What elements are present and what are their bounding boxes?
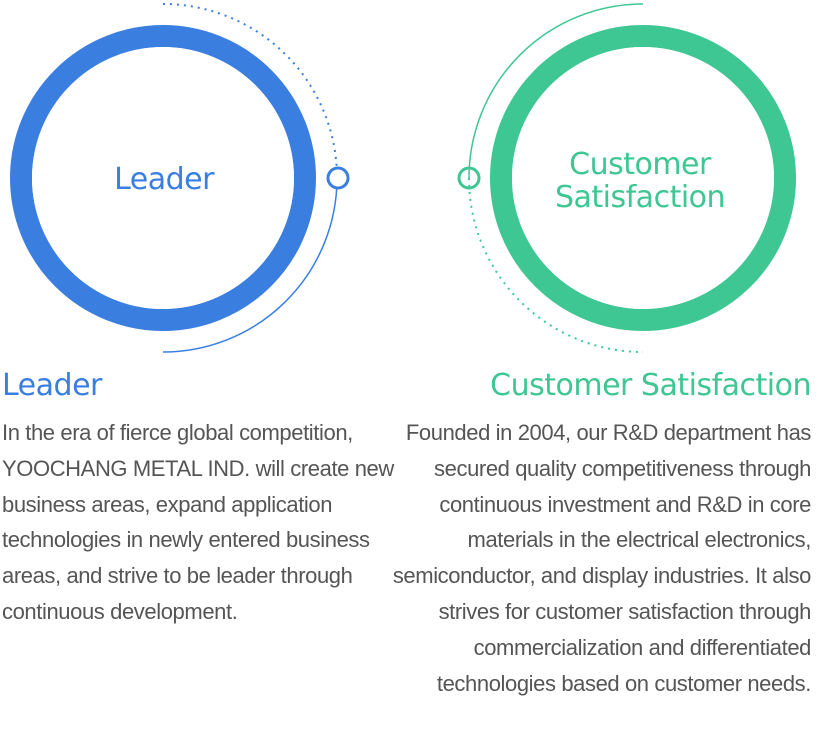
leader-section: Leader In the era of fierce global compe… — [2, 368, 402, 630]
leader-heading: Leader — [2, 368, 102, 403]
leader-solid-arc — [162, 177, 338, 353]
customer-ring — [490, 25, 796, 331]
leader-circle-label: Leader — [114, 162, 214, 197]
leader-inner-disc — [32, 47, 294, 309]
customer-solid-arc — [468, 3, 644, 179]
leader-connector-node — [326, 166, 350, 190]
customer-inner-disc — [512, 47, 774, 309]
customer-heading: Customer Satisfaction — [490, 368, 811, 403]
leader-ring — [10, 25, 316, 331]
customer-section: Customer Satisfaction Founded in 2004, o… — [391, 368, 812, 701]
relationship-graphic — [10, 3, 796, 353]
leader-description: In the era of fierce global competition,… — [2, 420, 394, 624]
customer-description: Founded in 2004, our R&D department has … — [392, 420, 812, 696]
